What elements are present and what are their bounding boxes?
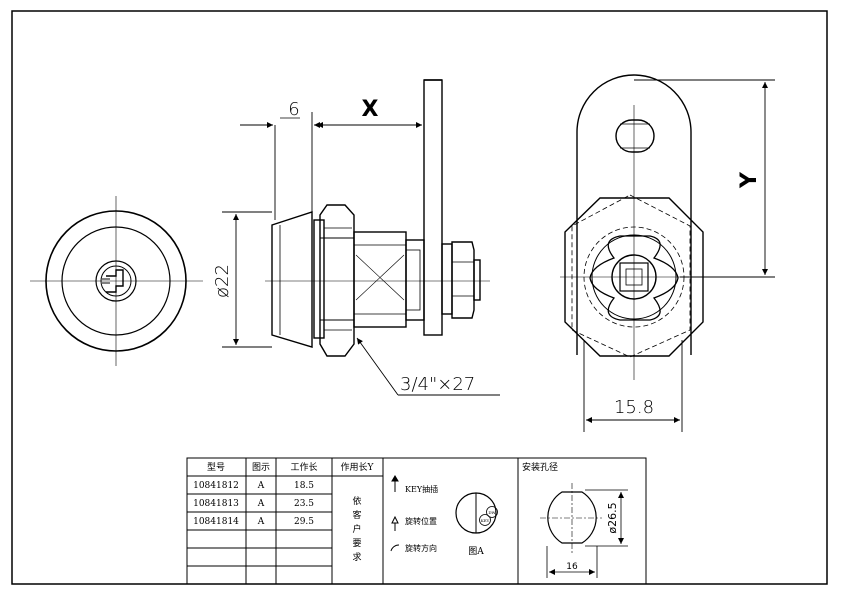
table-cell-figure: A [257, 499, 265, 509]
side-view-dimensions [222, 112, 500, 396]
legend-rotation-direction: 旋转方向 [405, 543, 437, 553]
side-view [265, 79, 490, 357]
table-cell-length: 29.5 [294, 517, 314, 527]
rotation-direction-icon [390, 544, 400, 552]
table-header-effective: 作用长Y [341, 461, 375, 473]
table-note-char: 客 [352, 509, 361, 521]
hole-dia: ø26.5 [606, 502, 619, 533]
table-cell-model: 10841814 [193, 517, 239, 527]
table-header-figure: 图示 [252, 462, 270, 473]
dim-x: X [362, 97, 379, 122]
mounting-hole-drawing [540, 483, 628, 578]
dim-15-8: 15.8 [614, 397, 654, 418]
hole-width: 16 [566, 562, 578, 572]
dim-thread: 3/4"×27 [400, 374, 475, 395]
table-note-char: 依 [352, 495, 361, 507]
table-cell-length: 23.5 [294, 499, 314, 509]
back-view-dimensions [583, 79, 775, 432]
legend-symbols [390, 475, 498, 552]
table-header-length: 工作长 [290, 461, 317, 473]
key-insert-icon [391, 475, 399, 492]
table-header-model: 型号 [207, 462, 225, 473]
table-note-char: 户 [352, 523, 361, 535]
table-note-char: 要 [352, 538, 361, 549]
dim-6: 6 [288, 99, 299, 120]
table-note-char: 求 [352, 551, 361, 563]
spec-table [186, 457, 647, 585]
legend-rotation-position: 旋转位置 [405, 516, 437, 526]
hole-title: 安装孔径 [522, 461, 558, 473]
back-view [560, 74, 710, 380]
front-view [30, 196, 203, 366]
table-cell-length: 18.5 [294, 481, 314, 491]
dim-y: Y [737, 171, 762, 189]
dim-dia22: ø22 [212, 264, 233, 298]
table-cell-model: 10841813 [193, 499, 239, 509]
legend-tag-key: KEY [481, 518, 490, 523]
table-cell-figure: A [257, 517, 265, 527]
rotation-position-icon [391, 515, 399, 531]
legend-key-insert: KEY抽插 [405, 484, 438, 494]
drawing-border [11, 10, 828, 585]
table-cell-figure: A [257, 481, 265, 491]
legend-figure-a: 图A [468, 546, 484, 557]
legend-tag-dw: DW [488, 510, 496, 515]
table-cell-model: 10841812 [193, 481, 239, 491]
